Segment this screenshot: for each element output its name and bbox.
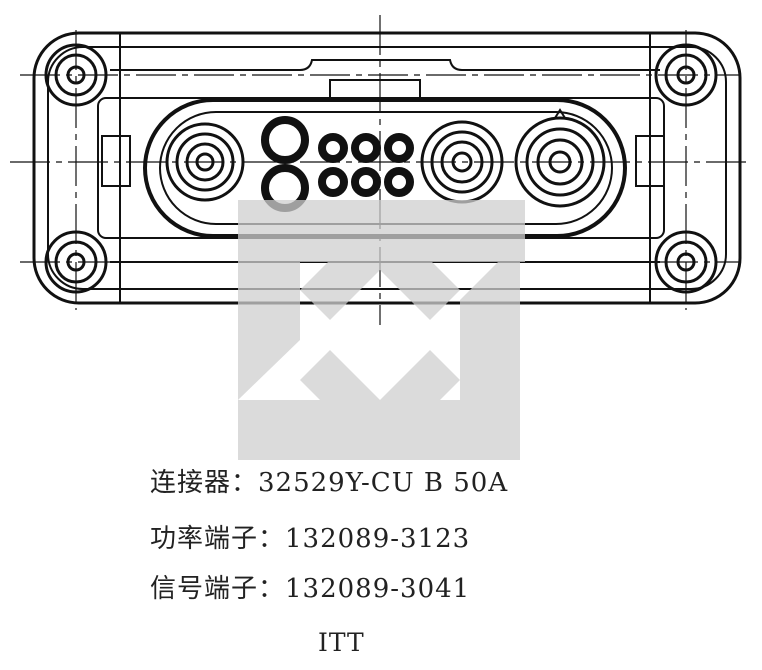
connector-spec: 连接器：32529Y-CU B 50A xyxy=(150,468,509,498)
connector-drawing xyxy=(10,15,752,325)
latch-right xyxy=(635,135,665,187)
signal-cavities xyxy=(261,116,414,212)
brand-label: ITT xyxy=(318,628,365,657)
insert-frame xyxy=(97,97,665,239)
signal-terminal-spec: 信号端子：132089-3041 xyxy=(150,574,471,604)
latch-left xyxy=(101,135,131,187)
power-terminal-spec: 功率端子：132089-3123 xyxy=(150,524,471,554)
